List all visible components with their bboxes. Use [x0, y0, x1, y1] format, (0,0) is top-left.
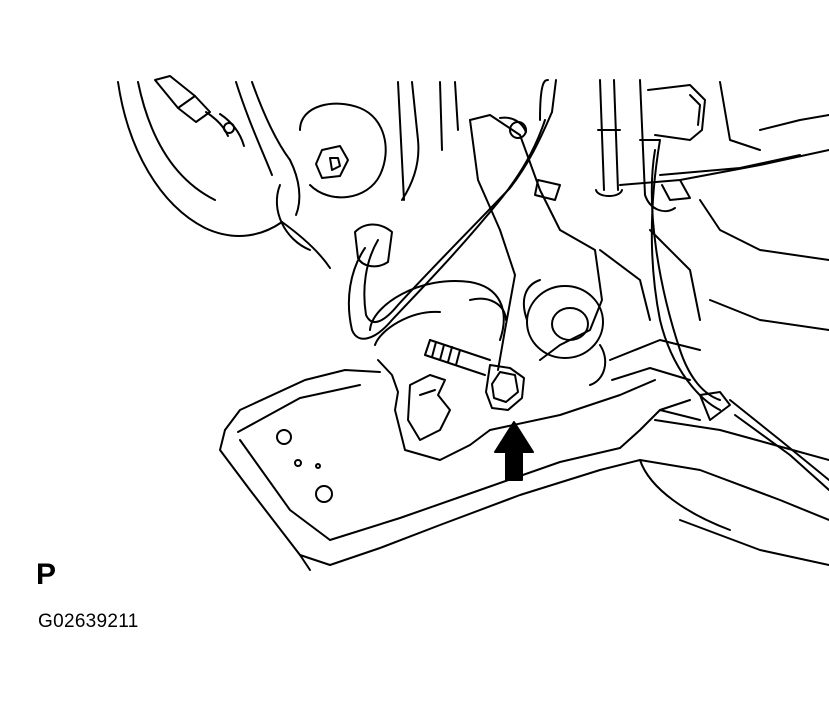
- transmission-housing: [117, 81, 331, 269]
- hose: [347, 79, 561, 340]
- engine-mount-bracket: [469, 114, 603, 371]
- engine-right-side: [595, 79, 829, 491]
- callout-arrow-icon: [494, 421, 534, 481]
- bracket-bolt-icon: [509, 121, 527, 139]
- wire-connector: [154, 75, 245, 147]
- figure-code: G02639211: [38, 611, 139, 632]
- crossmember-frame: [219, 339, 829, 571]
- engine-boss: [275, 81, 459, 251]
- mount-insulator: [369, 279, 507, 461]
- view-label: P: [36, 558, 57, 591]
- frame-hole-icon: [276, 429, 292, 445]
- bolt-head-icon: [485, 364, 525, 411]
- mount-cushion: [522, 279, 607, 386]
- mount-bolt: [424, 339, 525, 411]
- engine-nut-icon: [315, 145, 349, 179]
